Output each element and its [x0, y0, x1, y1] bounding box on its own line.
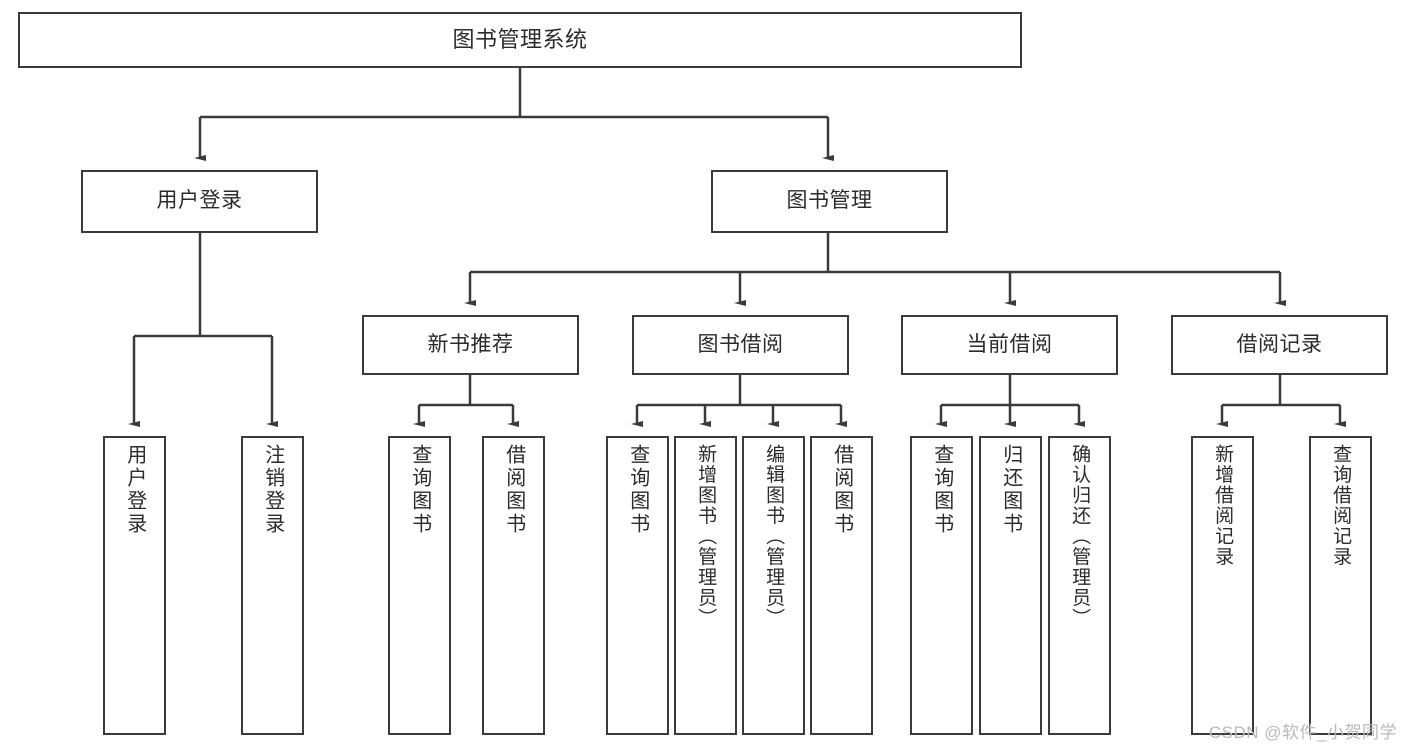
node-new-book-recommend[interactable]: 新书推荐 — [362, 315, 579, 375]
node-current-borrow[interactable]: 当前借阅 — [901, 315, 1118, 375]
node-book-borrow[interactable]: 图书借阅 — [632, 315, 849, 375]
node-leaf-borrow-borrow-book[interactable]: 借阅图书 — [810, 436, 873, 735]
node-user-login[interactable]: 用户登录 — [81, 170, 318, 233]
node-borrow-records[interactable]: 借阅记录 — [1171, 315, 1388, 375]
node-leaf-borrow-query-book[interactable]: 查询图书 — [606, 436, 669, 735]
node-leaf-records-add-record[interactable]: 新增借阅记录 — [1191, 436, 1254, 735]
node-leaf-user-login-label: 用户登录 — [123, 444, 146, 536]
node-leaf-current-confirm-return-label: 确认归还（管理员） — [1069, 444, 1091, 629]
node-new-book-recommend-label: 新书推荐 — [427, 332, 514, 356]
node-root[interactable]: 图书管理系统 — [18, 12, 1022, 68]
node-leaf-records-add-record-label: 新增借阅记录 — [1212, 444, 1234, 567]
node-leaf-recommend-borrow-book[interactable]: 借阅图书 — [482, 436, 545, 735]
node-leaf-borrow-edit-book-label: 编辑图书（管理员） — [763, 444, 785, 629]
node-leaf-borrow-query-book-label: 查询图书 — [626, 444, 649, 536]
node-leaf-records-query-record-label: 查询借阅记录 — [1330, 444, 1352, 567]
node-leaf-current-return-book-label: 归还图书 — [999, 444, 1022, 536]
node-leaf-borrow-add-book[interactable]: 新增图书（管理员） — [674, 436, 737, 735]
node-book-management[interactable]: 图书管理 — [711, 170, 948, 233]
node-root-label: 图书管理系统 — [452, 27, 588, 53]
node-leaf-current-query-book[interactable]: 查询图书 — [910, 436, 973, 735]
node-leaf-borrow-edit-book[interactable]: 编辑图书（管理员） — [742, 436, 805, 735]
node-leaf-recommend-query-book-label: 查询图书 — [408, 444, 431, 536]
node-leaf-user-login[interactable]: 用户登录 — [103, 436, 166, 735]
node-book-borrow-label: 图书借阅 — [697, 332, 784, 356]
node-book-management-label: 图书管理 — [786, 189, 873, 213]
node-borrow-records-label: 借阅记录 — [1236, 332, 1323, 356]
node-leaf-records-query-record[interactable]: 查询借阅记录 — [1309, 436, 1372, 735]
node-leaf-borrow-add-book-label: 新增图书（管理员） — [695, 444, 717, 629]
node-leaf-current-return-book[interactable]: 归还图书 — [979, 436, 1042, 735]
node-leaf-recommend-query-book[interactable]: 查询图书 — [388, 436, 451, 735]
node-leaf-recommend-borrow-book-label: 借阅图书 — [502, 444, 525, 536]
node-leaf-current-query-book-label: 查询图书 — [930, 444, 953, 536]
node-leaf-logout[interactable]: 注销登录 — [241, 436, 304, 735]
watermark-text: CSDN @软件_小贺同学 — [1208, 723, 1397, 742]
node-leaf-current-confirm-return[interactable]: 确认归还（管理员） — [1048, 436, 1111, 735]
node-leaf-logout-label: 注销登录 — [261, 444, 284, 536]
node-leaf-borrow-borrow-book-label: 借阅图书 — [830, 444, 853, 536]
node-current-borrow-label: 当前借阅 — [966, 332, 1053, 356]
node-user-login-label: 用户登录 — [156, 189, 243, 213]
